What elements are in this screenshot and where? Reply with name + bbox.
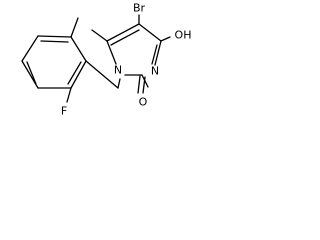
ch2-n-bond <box>117 78 121 89</box>
nitrogen-1-label: N <box>114 64 122 77</box>
chemical-structure-diagram: F Br OH N N O <box>21 2 192 118</box>
ring-double-bond <box>67 61 82 85</box>
benzene-ring <box>21 35 87 89</box>
carbonyl-bond <box>137 75 141 94</box>
fluorine-label: F <box>61 105 67 118</box>
hydroxyl-label: OH <box>175 29 192 42</box>
fluorine-bond <box>66 87 72 103</box>
ring-bond <box>70 60 87 89</box>
hydroxyl-bond <box>160 36 171 42</box>
ring-bond <box>106 40 117 65</box>
carbonyl-bond <box>142 76 146 94</box>
methyl-bond <box>91 29 108 42</box>
ring-bond <box>154 40 162 66</box>
carbonyl-oxygen-label: O <box>139 96 148 109</box>
ring-bond <box>70 36 87 62</box>
bromine-label: Br <box>133 2 146 15</box>
ring-bond <box>106 23 140 42</box>
ring-bond <box>37 35 72 38</box>
nitrogen-3-label: N <box>151 65 159 78</box>
ring-bond <box>21 35 39 62</box>
ring-double-bond <box>40 40 69 43</box>
ch2-bond <box>85 60 119 89</box>
ring-double-bond <box>151 44 158 65</box>
ring-double-bond <box>26 61 37 85</box>
ring-bond <box>138 23 162 42</box>
pyrimidine-ring <box>106 23 162 88</box>
methyl-bond <box>70 17 79 38</box>
ring-double-bond <box>110 29 140 46</box>
